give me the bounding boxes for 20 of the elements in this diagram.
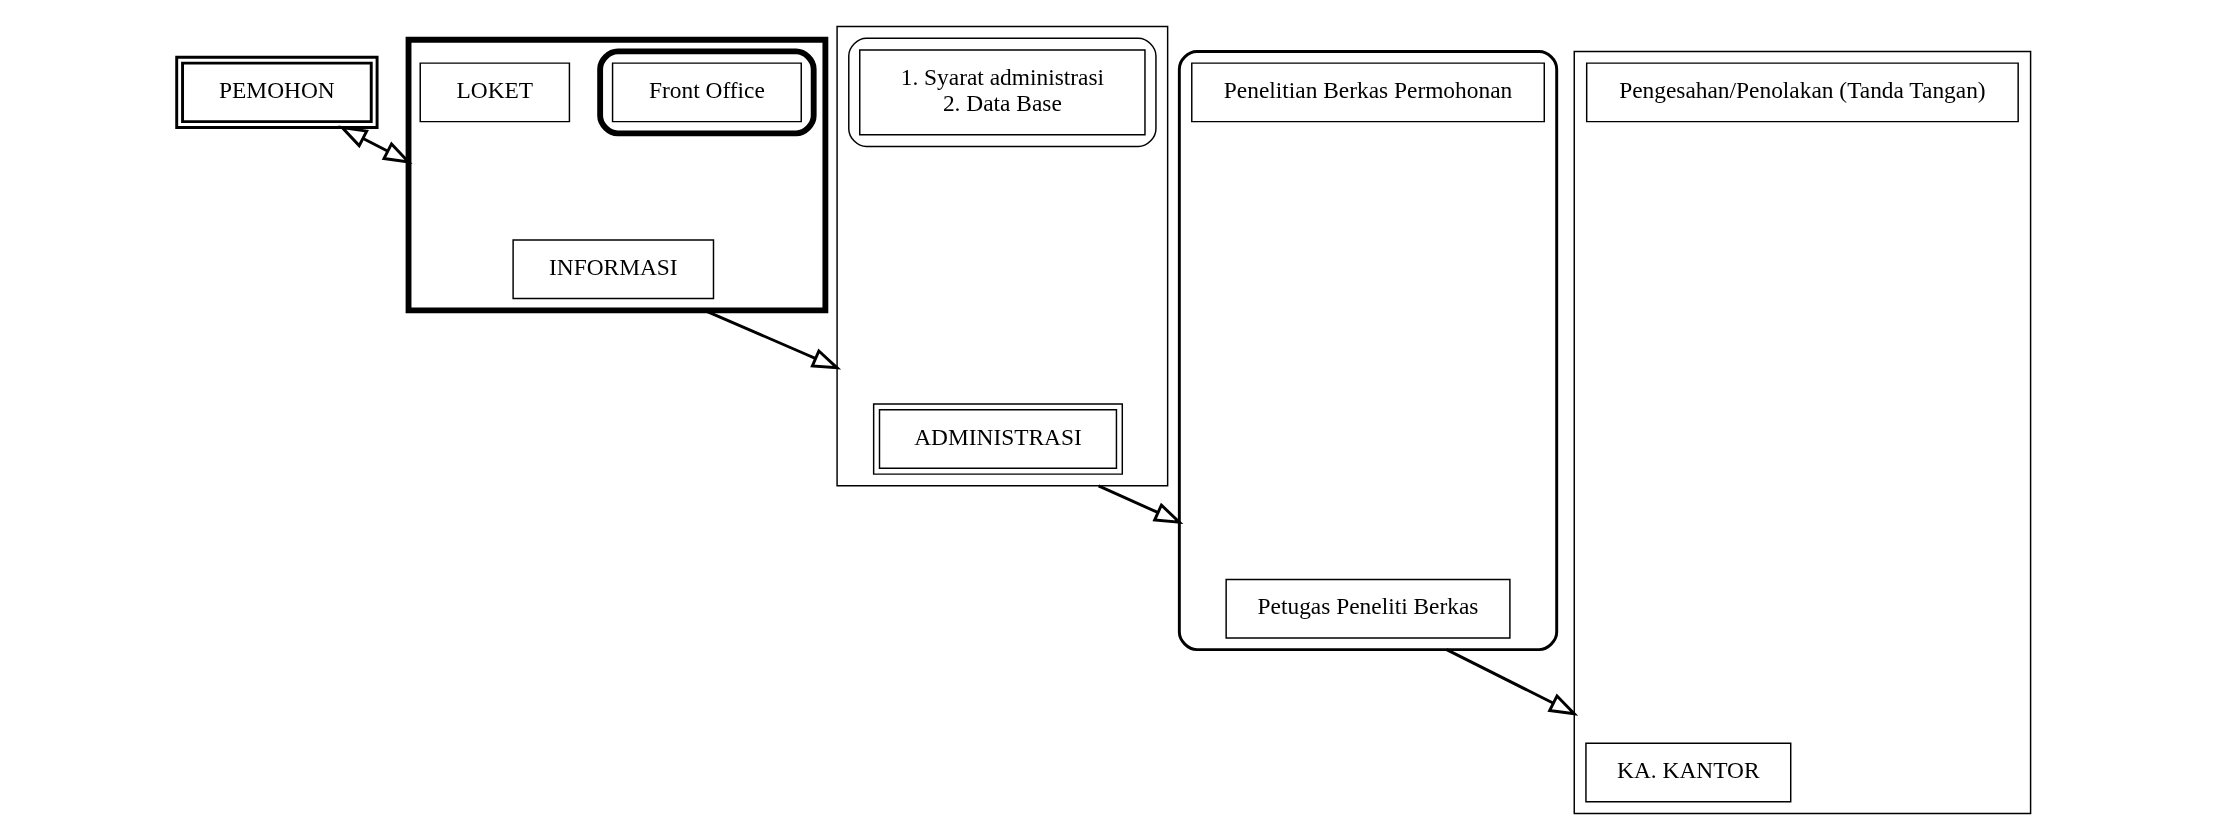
cluster: [596, 48, 817, 136]
node-box: ADMINISTRASI: [872, 402, 1123, 475]
node-box: INFORMASI: [511, 238, 714, 299]
node-box: Pengesahan/Penolakan (Tanda Tangan): [1585, 61, 2019, 122]
node-box: KA. KANTOR: [1584, 742, 1791, 802]
node-box: LOKET: [419, 61, 570, 122]
cluster: [1573, 50, 2031, 814]
arrow: [1445, 647, 1578, 716]
node-box: Front Office: [611, 61, 802, 122]
node-box: PEMOHON: [174, 55, 379, 129]
cluster: [835, 25, 1168, 487]
arrow: [337, 125, 412, 164]
node-box: Petugas Peneliti Berkas: [1224, 578, 1511, 639]
arrow: [703, 308, 841, 370]
cluster: [847, 37, 1157, 147]
node-box: Penelitian Berkas Permohonan: [1190, 61, 1545, 122]
arrow: [1097, 484, 1183, 524]
cluster: [1177, 49, 1558, 651]
node-box: 1. Syarat administrasi 2. Data Base: [858, 48, 1146, 135]
cluster: [405, 36, 828, 313]
